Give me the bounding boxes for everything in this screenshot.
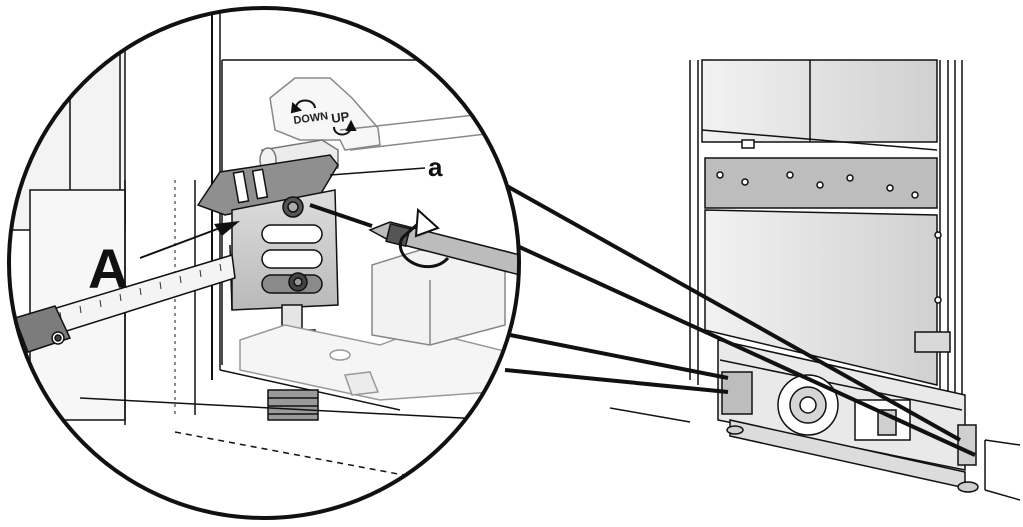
- label-up: UP: [330, 109, 350, 126]
- label-down: DOWN: [293, 110, 329, 127]
- detail-leader-lines: [504, 183, 976, 457]
- rotate-arrow-icon: [398, 207, 450, 269]
- callout-label-A: A: [88, 237, 128, 300]
- rotation-arrows-icon: [290, 99, 357, 136]
- callout-label-a: a: [428, 152, 443, 182]
- appliance-overview: [609, 59, 1021, 501]
- detail-magnifier: [7, 6, 521, 520]
